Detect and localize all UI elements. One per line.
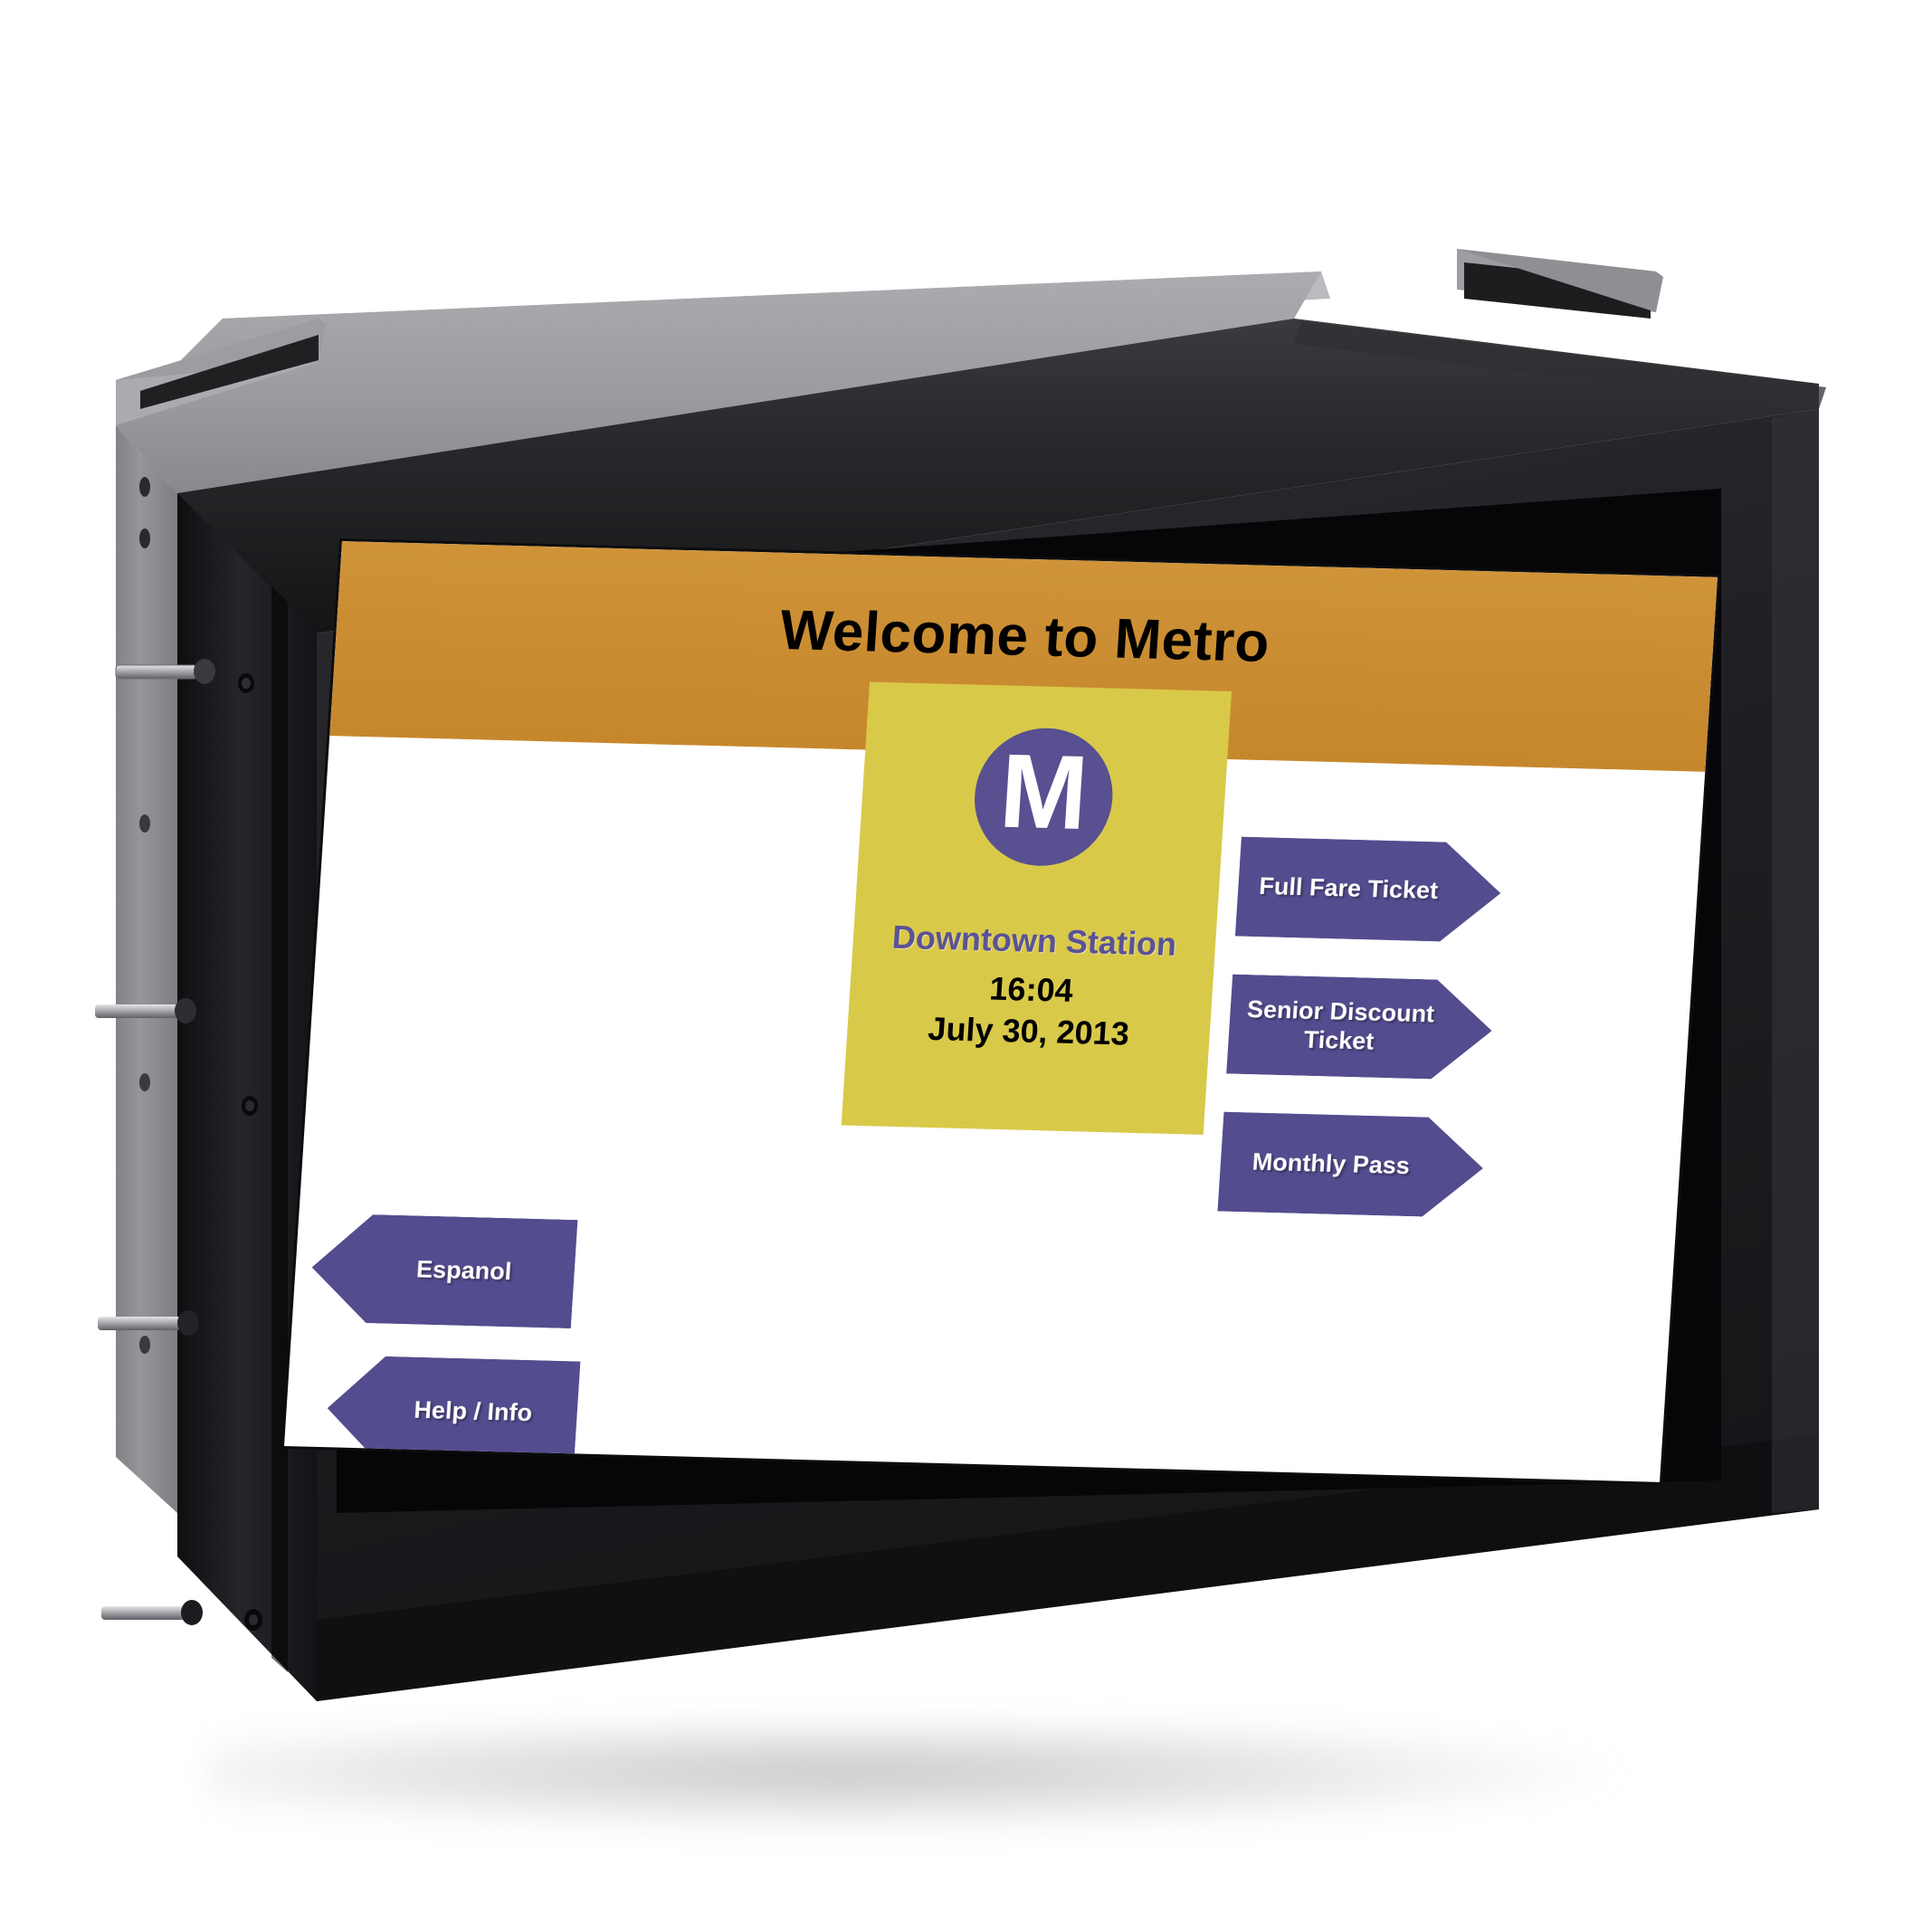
mount-bracket-left	[116, 319, 326, 425]
drop-shadow	[208, 1724, 1620, 1832]
page-title: Welcome to Metro	[777, 598, 1272, 674]
kiosk-ui: Welcome to Metro M Downtown Station 16:0…	[284, 541, 1718, 1482]
espanol-button[interactable]: Espanol	[309, 1213, 578, 1328]
senior-discount-ticket-label: Senior Discount Ticket	[1246, 995, 1436, 1055]
monthly-pass-label: Monthly Pass	[1251, 1147, 1411, 1180]
full-fare-ticket-label: Full Fare Ticket	[1258, 872, 1440, 905]
station-name: Downtown Station	[890, 918, 1178, 963]
espanol-label: Espanol	[415, 1255, 513, 1286]
side-face-screws	[238, 673, 262, 1631]
mount-bracket-right	[1457, 249, 1663, 319]
metro-logo-letter: M	[996, 731, 1092, 852]
display-screen: Welcome to Metro M Downtown Station 16:0…	[284, 541, 1718, 1482]
current-date: July 30, 2013	[927, 1009, 1131, 1052]
mounting-studs	[95, 659, 215, 1625]
help-info-label: Help / Info	[413, 1395, 534, 1427]
metro-logo-icon: M	[970, 726, 1118, 868]
senior-discount-ticket-button[interactable]: Senior Discount Ticket	[1226, 975, 1495, 1081]
current-time: 16:04	[988, 969, 1074, 1009]
monthly-pass-button[interactable]: Monthly Pass	[1217, 1112, 1486, 1219]
full-fare-ticket-button[interactable]: Full Fare Ticket	[1235, 837, 1504, 944]
station-info-panel: M Downtown Station 16:04 July 30, 2013	[841, 681, 1232, 1135]
